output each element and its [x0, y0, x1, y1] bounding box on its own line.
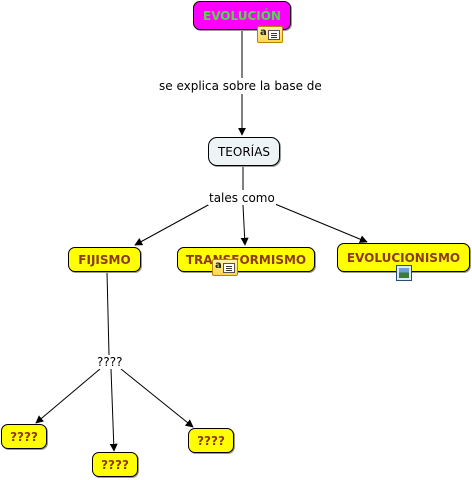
concept-teorias[interactable]: TEORÍAS [208, 137, 280, 166]
concept-teorias-label: TEORÍAS [217, 144, 271, 159]
concept-evolucion[interactable]: EVOLUCIÓN [193, 1, 291, 30]
concept-unknown-right[interactable]: ???? [188, 428, 234, 453]
concept-unknown-center-label: ???? [101, 457, 129, 472]
concept-fijismo-label: FIJISMO [78, 252, 131, 267]
link-label-tales-como: tales como [208, 191, 276, 205]
concept-evolucionismo-label: EVOLUCIONISMO [346, 250, 461, 265]
connector-tales-fijismo [134, 203, 211, 246]
connector-tales-evolucionismo [274, 203, 368, 243]
concept-unknown-right-label: ???? [197, 433, 225, 448]
image-resource-icon[interactable] [396, 265, 412, 281]
connector-label-left [35, 368, 101, 424]
connector-fijismo-label [106, 271, 110, 356]
connector-label-center [109, 368, 118, 452]
link-label-explica: se explica sobre la base de [158, 79, 323, 93]
concept-evolucion-label: EVOLUCIÓN [203, 8, 281, 23]
concept-transformismo-label: TRANSFORMISMO [185, 252, 307, 267]
document-resource-icon[interactable]: a [257, 26, 283, 43]
concept-unknown-left-label: ???? [10, 429, 38, 444]
document-resource-icon[interactable]: a [212, 259, 238, 276]
connector-label-right [120, 368, 194, 428]
connector-tales-transformismo [240, 204, 249, 246]
concept-fijismo[interactable]: FIJISMO [68, 247, 141, 272]
concept-unknown-left[interactable]: ???? [1, 424, 47, 449]
concept-transformismo[interactable]: TRANSFORMISMO [177, 247, 315, 272]
concept-unknown-center[interactable]: ???? [92, 452, 138, 477]
link-label-unknown: ???? [96, 355, 124, 369]
